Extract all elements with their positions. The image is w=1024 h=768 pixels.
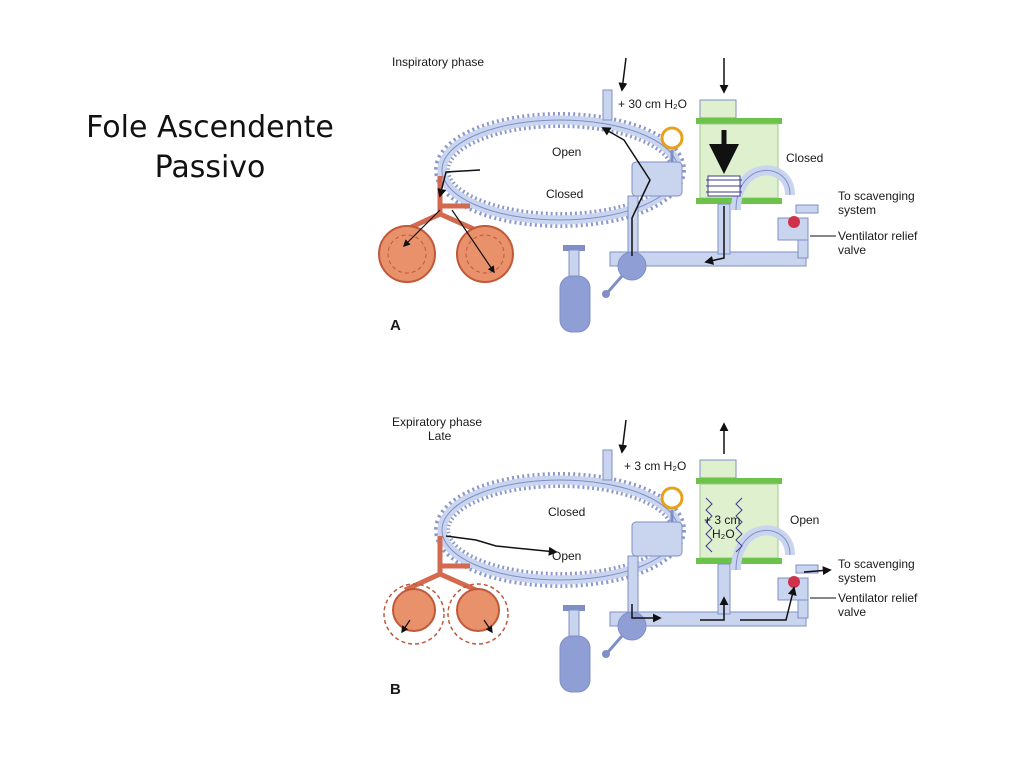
flow-arrow-a-3 (437, 169, 481, 198)
lower-valve-label-a: Closed (546, 187, 583, 201)
scavenging-arrow-b (803, 566, 832, 576)
lower-valve-label-b: Open (552, 549, 581, 563)
fresh-gas-arrow-a (618, 57, 628, 92)
lung-right-a (456, 225, 514, 283)
lung-right-b-outline (447, 583, 509, 645)
fresh-gas-arrow-b (618, 419, 628, 454)
scavenging-label-a-1: To scavenging (838, 189, 915, 203)
slide-title-line-1: Fole Ascendente (86, 110, 334, 145)
relief-state-label-a: Closed (786, 151, 823, 165)
circuit-drawing-b (405, 450, 818, 692)
scavenging-label-b-2: system (838, 571, 876, 585)
relief-valve-label-b-2: valve (838, 605, 866, 619)
panel-expiratory: Expiratory phase Late + 3 cm H₂O + 3 cm … (383, 415, 918, 698)
panel-letter-a: A (390, 317, 401, 334)
bellows-pressure-label-b-2: H₂O (712, 527, 735, 541)
flow-arrow-a-2 (601, 127, 651, 256)
slide-title-line-2: Passivo (154, 150, 266, 185)
panel-inspiratory: Inspiratory phase + 30 cm H₂O Open Close… (378, 55, 918, 334)
pressure-label-a: + 30 cm H₂O (618, 97, 687, 111)
bellows-expanded-left (705, 497, 713, 553)
bellows-pressure-label-b-1: + 3 cm (704, 513, 740, 527)
lung-left-a-outline (387, 234, 427, 274)
phase-label-b: Expiratory phase (392, 415, 482, 429)
flow-arrow-a-5 (451, 209, 495, 274)
flow-arrow-b-1 (445, 535, 558, 556)
scavenging-label-a-2: system (838, 203, 876, 217)
phase-sublabel-b: Late (428, 429, 452, 443)
flow-arrow-a-4 (402, 209, 441, 248)
flow-arrow-b-3 (700, 596, 729, 621)
relief-valve-label-b-1: Ventilator relief (838, 591, 918, 605)
circuit-drawing-a (405, 90, 818, 332)
scavenging-label-b-1: To scavenging (838, 557, 915, 571)
panel-letter-b: B (390, 681, 401, 698)
slide-title: Fole Ascendente Passivo (60, 108, 360, 188)
upper-valve-label-b: Closed (548, 505, 585, 519)
upper-valve-label-a: Open (552, 145, 581, 159)
lung-left-a (378, 225, 436, 283)
phase-label-a: Inspiratory phase (392, 55, 484, 69)
flow-arrow-b-4 (740, 586, 797, 621)
flow-arrow-a-1 (704, 206, 725, 265)
lung-left-b-outline (383, 583, 445, 645)
relief-valve-label-a-1: Ventilator relief (838, 229, 918, 243)
relief-valve-label-a-2: valve (838, 243, 866, 257)
flow-arrow-b-2 (631, 604, 662, 623)
pressure-label-b: + 3 cm H₂O (624, 459, 686, 473)
lung-arrow-b-1 (401, 619, 411, 634)
lung-left-b (392, 588, 436, 632)
relief-state-label-b: Open (790, 513, 819, 527)
lung-arrow-b-2 (483, 619, 493, 634)
bellows-expanded-right (735, 497, 743, 553)
lung-right-b (456, 588, 500, 632)
lung-right-a-outline (465, 234, 505, 274)
